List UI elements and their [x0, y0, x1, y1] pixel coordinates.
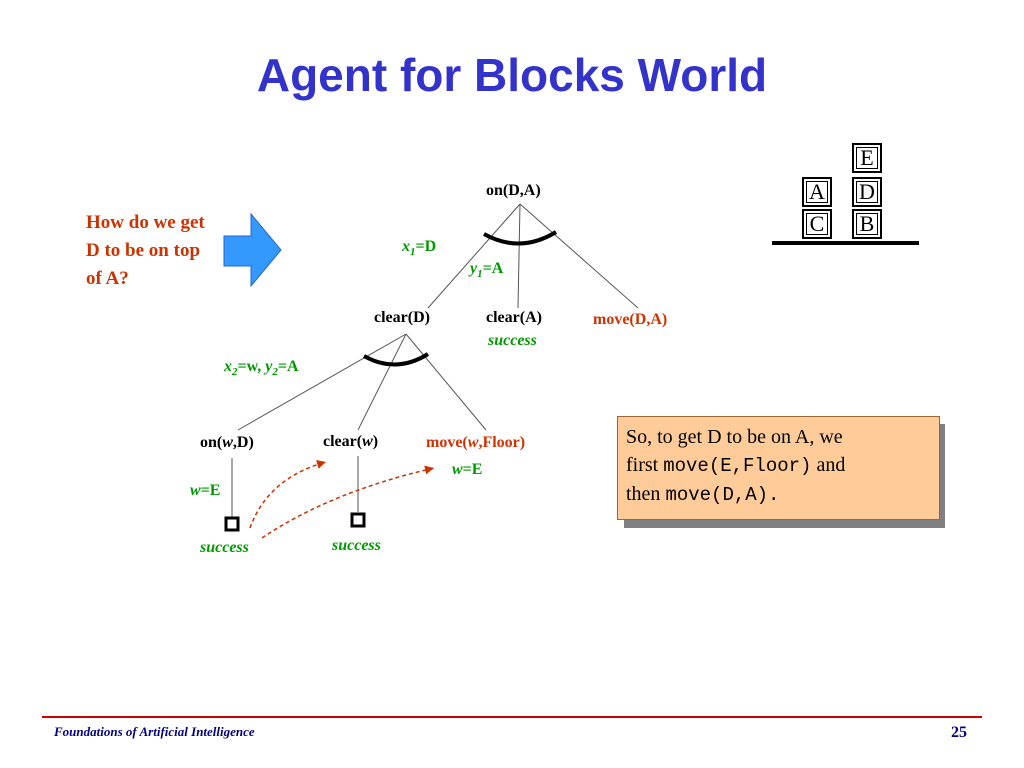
edge-root-clearA: [517, 203, 521, 309]
page-number: 25: [951, 724, 967, 741]
slide-title: Agent for Blocks World: [256, 49, 768, 101]
success-clear-w: success: [332, 537, 381, 554]
node-move-w-floor: move(w,Floor): [426, 434, 526, 451]
node-clear-w: clear(w): [323, 433, 379, 450]
binding-x2-y2: x2=w, y2=A: [224, 358, 299, 379]
node-on-w-D: on(w,D): [200, 434, 254, 451]
block-C: C: [802, 209, 832, 239]
dashed-arrow-to-clear: [249, 460, 327, 529]
question-text: How do we get D to be on top of A?: [86, 212, 205, 289]
block-E: E: [852, 143, 882, 173]
block-D: D: [852, 177, 882, 207]
binding-x1: x1=D: [402, 238, 437, 259]
edge-root-clearD: [427, 203, 521, 309]
leaf-square-clear: [350, 512, 366, 528]
dashed-arrow-to-move: [261, 465, 435, 539]
and-arc-root: [483, 230, 558, 246]
callout-line-2: first move(E,Floor) and: [626, 454, 846, 477]
callout-line-3: then move(D,A).: [626, 483, 780, 506]
edge-root-moveDA: [519, 203, 639, 309]
floor-line: [772, 241, 919, 245]
node-clear-D: clear(D): [374, 309, 430, 326]
leaf-square-on: [224, 516, 240, 532]
explanation-callout: So, to get D to be on A, we first move(E…: [617, 416, 940, 520]
footer-course: Foundations of Artificial Intelligence: [54, 724, 255, 739]
binding-w-E-on: w=E: [190, 482, 221, 499]
block-A: A: [802, 177, 832, 207]
node-clear-A: clear(A): [486, 309, 542, 326]
success-on-w-D: success: [200, 539, 249, 556]
edge-clearD-move: [405, 333, 487, 431]
callout-line-1: So, to get D to be on A, we: [626, 426, 843, 448]
node-move-D-A: move(D,A): [593, 311, 668, 328]
success-clear-A: success: [488, 332, 537, 349]
binding-w-E-move: w=E: [452, 461, 483, 478]
and-arc-clearD: [363, 352, 430, 367]
right-arrow-icon: [223, 212, 282, 288]
block-B: B: [852, 209, 882, 239]
footer-divider: [42, 716, 982, 718]
edge-clearD-on: [237, 333, 407, 431]
binding-y1: y1=A: [470, 260, 504, 281]
edge-clearD-clear: [357, 333, 407, 431]
node-root: on(D,A): [486, 182, 541, 199]
